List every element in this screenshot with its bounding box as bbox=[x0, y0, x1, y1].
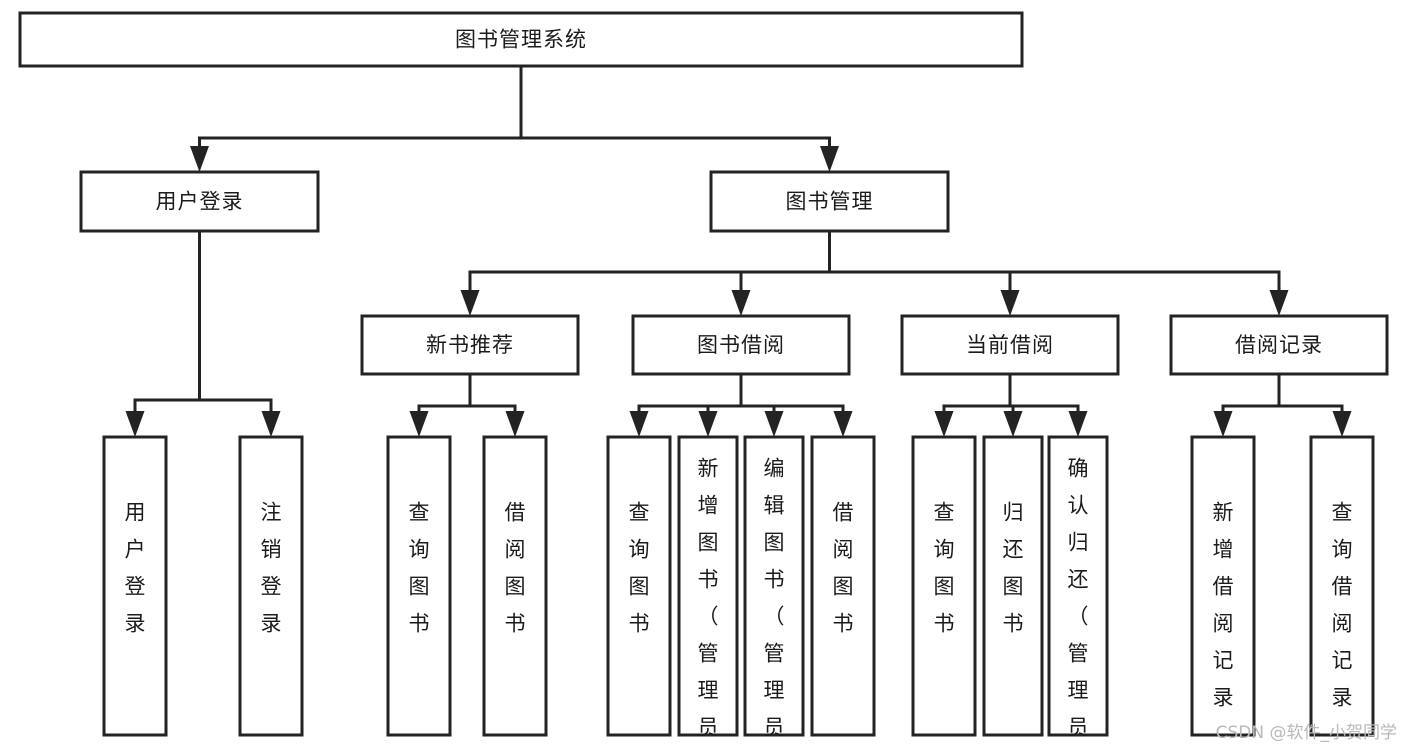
node-leaf-borrow-query-book[interactable]: 查询图书 bbox=[606, 435, 672, 737]
connector-arrowhead bbox=[261, 411, 281, 437]
connector-arrowhead bbox=[698, 411, 718, 437]
node-box-leaf-record-add[interactable] bbox=[1190, 435, 1256, 737]
node-label-leaf-borrow-borrow-book: 借阅图书 bbox=[833, 501, 854, 636]
node-box-book-manage[interactable] bbox=[709, 170, 950, 233]
node-leaf-borrow-edit-book[interactable]: 编辑图书（管理员） bbox=[743, 435, 805, 747]
node-label-leaf-borrow-add-book: 新增图书（管理员） bbox=[698, 457, 719, 747]
node-label-leaf-current-query-book: 查询图书 bbox=[934, 501, 955, 636]
node-box-leaf-current-confirm-return[interactable] bbox=[1047, 435, 1109, 737]
connector-arrowhead bbox=[934, 411, 954, 437]
node-label-leaf-borrow-query-book: 查询图书 bbox=[629, 501, 650, 636]
connector-group-borrow-record bbox=[1213, 372, 1352, 437]
node-box-leaf-borrow-add-book[interactable] bbox=[677, 435, 739, 737]
node-box-root[interactable] bbox=[18, 11, 1024, 68]
node-label-leaf-current-confirm-return: 确认归还（管理员） bbox=[1068, 457, 1089, 747]
connector-arrowhead bbox=[1068, 411, 1088, 437]
node-label-current-borrow: 当前借阅 bbox=[966, 333, 1054, 357]
node-box-book-borrow[interactable] bbox=[631, 314, 851, 376]
connector-arrowhead bbox=[1269, 290, 1289, 316]
connector-group-root bbox=[190, 64, 839, 172]
node-leaf-user-logout[interactable]: 注销登录 bbox=[238, 435, 304, 737]
node-box-leaf-user-login[interactable] bbox=[102, 435, 168, 737]
node-leaf-current-return-book[interactable]: 归还图书 bbox=[982, 435, 1044, 737]
node-box-borrow-record[interactable] bbox=[1169, 314, 1389, 376]
connector-arrowhead bbox=[820, 146, 839, 172]
connector-arrowhead bbox=[460, 290, 480, 316]
connector-arrowhead bbox=[833, 411, 853, 437]
node-label-leaf-borrow-edit-book: 编辑图书（管理员） bbox=[764, 457, 785, 747]
node-leaf-current-confirm-return[interactable]: 确认归还（管理员） bbox=[1047, 435, 1109, 747]
node-leaf-rec-borrow-book[interactable]: 借阅图书 bbox=[482, 435, 548, 737]
node-box-leaf-rec-query-book[interactable] bbox=[386, 435, 452, 737]
node-box-leaf-borrow-edit-book[interactable] bbox=[743, 435, 805, 737]
node-box-leaf-borrow-query-book[interactable] bbox=[606, 435, 672, 737]
node-leaf-record-add[interactable]: 新增借阅记录 bbox=[1190, 435, 1256, 737]
node-box-leaf-user-logout[interactable] bbox=[238, 435, 304, 737]
node-label-borrow-record: 借阅记录 bbox=[1235, 333, 1323, 357]
node-label-book-borrow: 图书借阅 bbox=[697, 333, 785, 357]
connector-arrowhead bbox=[125, 411, 145, 437]
connector-group-book-borrow bbox=[629, 372, 853, 437]
connector-arrowhead bbox=[1332, 411, 1352, 437]
connector-arrowhead bbox=[731, 290, 751, 316]
node-box-user-login[interactable] bbox=[79, 170, 320, 233]
node-box-leaf-record-query[interactable] bbox=[1309, 435, 1375, 737]
node-leaf-borrow-add-book[interactable]: 新增图书（管理员） bbox=[677, 435, 739, 747]
node-leaf-borrow-borrow-book[interactable]: 借阅图书 bbox=[810, 435, 876, 737]
node-leaf-rec-query-book[interactable]: 查询图书 bbox=[386, 435, 452, 737]
node-label-leaf-current-return-book: 归还图书 bbox=[1003, 501, 1024, 636]
connector-arrowhead bbox=[764, 411, 784, 437]
node-label-user-login: 用户登录 bbox=[156, 190, 244, 214]
node-label-book-manage: 图书管理 bbox=[786, 190, 874, 214]
connector-arrowhead bbox=[629, 411, 649, 437]
connector-group-current-borrow bbox=[934, 372, 1088, 437]
connector-arrowhead bbox=[1213, 411, 1233, 437]
node-label-new-book-rec: 新书推荐 bbox=[426, 333, 514, 357]
csdn-watermark: CSDN @软件_小贺同学 bbox=[1215, 723, 1397, 743]
connector-layer bbox=[125, 64, 1352, 437]
node-box-leaf-current-return-book[interactable] bbox=[982, 435, 1044, 737]
node-leaf-current-query-book[interactable]: 查询图书 bbox=[911, 435, 977, 737]
node-box-new-book-rec[interactable] bbox=[360, 314, 580, 376]
connector-arrowhead bbox=[505, 411, 525, 437]
connector-arrowhead bbox=[1003, 411, 1023, 437]
node-box-current-borrow[interactable] bbox=[900, 314, 1120, 376]
node-current-borrow[interactable]: 当前借阅 bbox=[900, 314, 1120, 376]
node-box-leaf-current-query-book[interactable] bbox=[911, 435, 977, 737]
node-label-leaf-rec-query-book: 查询图书 bbox=[409, 501, 430, 636]
node-new-book-rec[interactable]: 新书推荐 bbox=[360, 314, 580, 376]
connector-arrowhead bbox=[1000, 290, 1020, 316]
node-book-borrow[interactable]: 图书借阅 bbox=[631, 314, 851, 376]
connector-group-new-book-rec bbox=[409, 372, 525, 437]
node-user-login[interactable]: 用户登录 bbox=[79, 170, 320, 233]
node-book-manage[interactable]: 图书管理 bbox=[709, 170, 950, 233]
node-label-leaf-user-logout: 注销登录 bbox=[261, 501, 282, 636]
node-leaf-record-query[interactable]: 查询借阅记录 bbox=[1309, 435, 1375, 737]
connector-group-user-login bbox=[125, 229, 281, 437]
connector-arrowhead bbox=[409, 411, 429, 437]
node-label-leaf-record-query: 查询借阅记录 bbox=[1332, 501, 1353, 710]
connector-arrowhead bbox=[190, 146, 209, 172]
node-borrow-record[interactable]: 借阅记录 bbox=[1169, 314, 1389, 376]
node-label-root: 图书管理系统 bbox=[455, 28, 587, 52]
node-label-leaf-record-add: 新增借阅记录 bbox=[1213, 501, 1234, 710]
node-label-leaf-rec-borrow-book: 借阅图书 bbox=[505, 501, 526, 636]
node-label-leaf-user-login: 用户登录 bbox=[125, 501, 146, 636]
node-box-leaf-rec-borrow-book[interactable] bbox=[482, 435, 548, 737]
node-box-leaf-borrow-borrow-book[interactable] bbox=[810, 435, 876, 737]
node-layer: 图书管理系统用户登录图书管理新书推荐图书借阅当前借阅借阅记录用户登录注销登录查询… bbox=[18, 11, 1389, 747]
connector-group-book-manage bbox=[460, 229, 1289, 316]
node-root[interactable]: 图书管理系统 bbox=[18, 11, 1024, 68]
node-leaf-user-login[interactable]: 用户登录 bbox=[102, 435, 168, 737]
